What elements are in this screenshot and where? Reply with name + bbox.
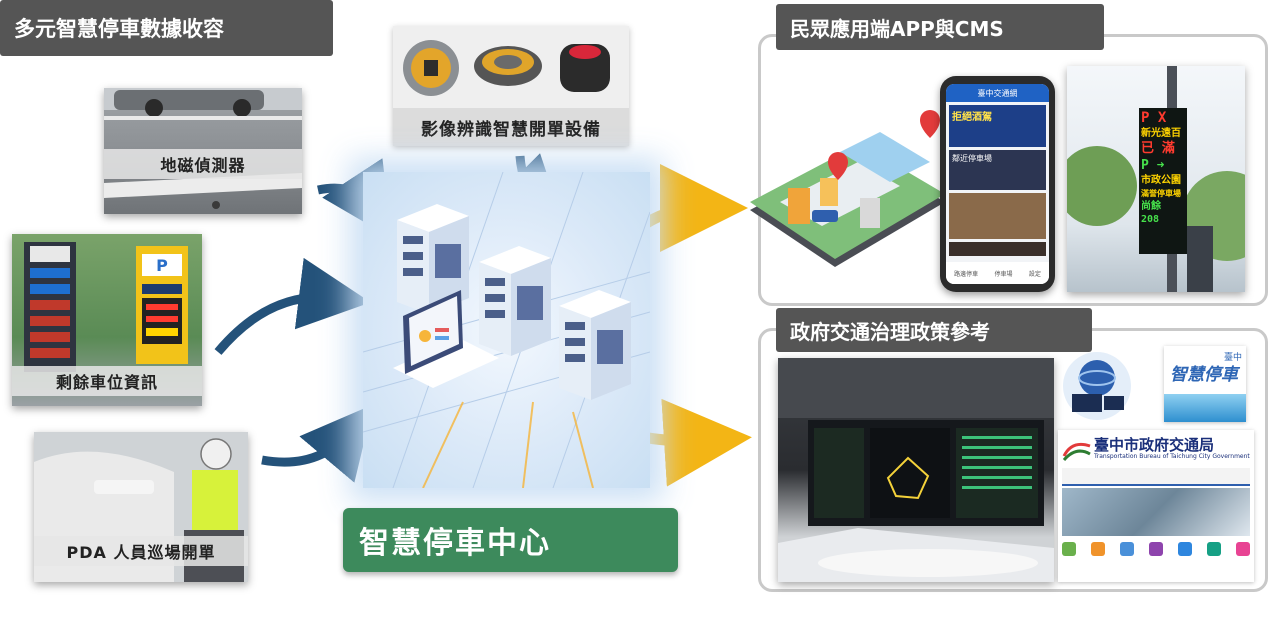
led-line-1: P X bbox=[1141, 110, 1167, 126]
app-panel-title: 民眾應用端APP與CMS bbox=[790, 16, 1004, 41]
bureau-nav-bar bbox=[1062, 468, 1250, 486]
phone-item-3[interactable] bbox=[949, 193, 1046, 239]
led-line-4: P ➜ bbox=[1141, 158, 1165, 173]
service-icon-2[interactable] bbox=[1091, 542, 1105, 556]
phone-banner[interactable]: 拒絕酒駕 bbox=[949, 105, 1046, 147]
led-line-3: 已 滿 bbox=[1141, 141, 1175, 156]
service-icon-4[interactable] bbox=[1149, 542, 1163, 556]
bureau-hero-image bbox=[1062, 488, 1250, 536]
parking-lot-illustration bbox=[104, 88, 302, 209]
city-map-illustration bbox=[750, 110, 945, 267]
svg-text:P: P bbox=[156, 256, 168, 275]
smart-parking-logo-tile: 臺中 智慧停車 bbox=[1164, 346, 1246, 422]
led-sign-board: P X 新光遠百 已 滿 P ➜ 市政公園 滿誉停車場 尚餘 208 bbox=[1139, 108, 1187, 254]
gov-panel-banner: 政府交通治理政策參考 bbox=[776, 308, 1092, 352]
video-wall-illustration bbox=[778, 358, 1054, 582]
phone-tab-lot[interactable]: 停車場 bbox=[994, 270, 1013, 278]
smart-logo-road bbox=[1164, 394, 1246, 422]
service-icon-5[interactable] bbox=[1178, 542, 1192, 556]
server-3 bbox=[559, 290, 631, 400]
arrow-pda-to-center bbox=[261, 404, 374, 483]
led-line-6: 滿誉停車場 bbox=[1141, 189, 1181, 198]
phone-item-4[interactable] bbox=[949, 242, 1046, 256]
left-banner: 多元智慧停車數據收容 bbox=[0, 0, 333, 56]
cloud-devices-icon bbox=[1063, 352, 1131, 420]
service-icon-1[interactable] bbox=[1062, 542, 1076, 556]
phone-tab-street[interactable]: 路邊停車 bbox=[954, 270, 979, 278]
center-title: 智慧停車中心 bbox=[343, 508, 678, 572]
phone-header-text: 臺中交通網 bbox=[977, 88, 1018, 98]
phone-header: 臺中交通網 bbox=[946, 84, 1049, 102]
bureau-name: 臺中市政府交通局 bbox=[1094, 436, 1215, 454]
phone-banner-text: 拒絕酒駕 bbox=[952, 112, 992, 123]
app-panel-banner: 民眾應用端APP與CMS bbox=[776, 4, 1104, 50]
geomagnetic-detector-photo: 地磁偵測器 bbox=[104, 88, 302, 214]
smart-parking-center-illustration bbox=[363, 172, 650, 488]
bureau-logo-icon bbox=[1062, 442, 1091, 462]
source-caption-1: 地磁偵測器 bbox=[104, 149, 302, 179]
source-caption-3: PDA 人員巡場開單 bbox=[34, 536, 248, 566]
smart-logo-text: 智慧停車 bbox=[1170, 365, 1238, 385]
server-2 bbox=[479, 246, 551, 356]
led-line-5: 市政公園 bbox=[1141, 175, 1181, 186]
parking-sign-illustration: P bbox=[24, 242, 188, 372]
bureau-service-icons bbox=[1062, 542, 1250, 566]
phone-mockup: 臺中交通網 拒絕酒駕 鄰近停車場 路邊停車 停車場 設定 bbox=[940, 76, 1055, 292]
left-banner-title: 多元智慧停車數據收容 bbox=[14, 17, 224, 41]
phone-item-2[interactable]: 鄰近停車場 bbox=[949, 150, 1046, 190]
control-room-photo bbox=[778, 358, 1054, 582]
led-line-7: 尚餘 208 bbox=[1141, 201, 1161, 225]
source-caption-2-text: 剩餘車位資訊 bbox=[55, 373, 158, 392]
device-caption-text: 影像辨識智慧開單設備 bbox=[421, 119, 601, 140]
led-line-2: 新光遠百 bbox=[1141, 128, 1181, 139]
image-recognition-device-card: 影像辨識智慧開單設備 bbox=[393, 26, 629, 146]
smart-logo-small-text: 臺中 bbox=[1223, 353, 1242, 363]
arrow-remaining-to-center bbox=[214, 257, 371, 355]
led-sign-photo: P X 新光遠百 已 滿 P ➜ 市政公園 滿誉停車場 尚餘 208 bbox=[1067, 66, 1245, 292]
device-caption: 影像辨識智慧開單設備 bbox=[393, 108, 629, 146]
server-network-illustration bbox=[363, 172, 650, 488]
laptop bbox=[393, 290, 499, 388]
source-caption-2: 剩餘車位資訊 bbox=[12, 366, 202, 396]
phone-tab-settings[interactable]: 設定 bbox=[1028, 270, 1041, 278]
phone-item-2-text: 鄰近停車場 bbox=[952, 154, 992, 163]
pda-patrol-photo: PDA 人員巡場開單 bbox=[34, 432, 248, 582]
phone-screen: 臺中交通網 拒絕酒駕 鄰近停車場 路邊停車 停車場 設定 bbox=[946, 84, 1049, 284]
phone-tabbar: 路邊停車 停車場 設定 bbox=[946, 262, 1049, 284]
center-title-text: 智慧停車中心 bbox=[359, 526, 551, 561]
service-icon-3[interactable] bbox=[1120, 542, 1134, 556]
service-icon-7[interactable] bbox=[1236, 542, 1250, 556]
service-icon-6[interactable] bbox=[1207, 542, 1221, 556]
server-1 bbox=[397, 204, 469, 314]
gov-panel-title: 政府交通治理政策參考 bbox=[790, 319, 990, 344]
device-icons bbox=[403, 40, 610, 96]
remaining-spaces-photo: P 剩餘車位資訊 bbox=[12, 234, 202, 406]
bureau-website-screenshot: 臺中市政府交通局 Transportation Bureau of Taichu… bbox=[1058, 430, 1254, 582]
bureau-english-name: Transportation Bureau of Taichung City G… bbox=[1094, 453, 1250, 460]
source-caption-3-text: PDA 人員巡場開單 bbox=[66, 543, 216, 562]
source-caption-1-text: 地磁偵測器 bbox=[160, 156, 246, 175]
